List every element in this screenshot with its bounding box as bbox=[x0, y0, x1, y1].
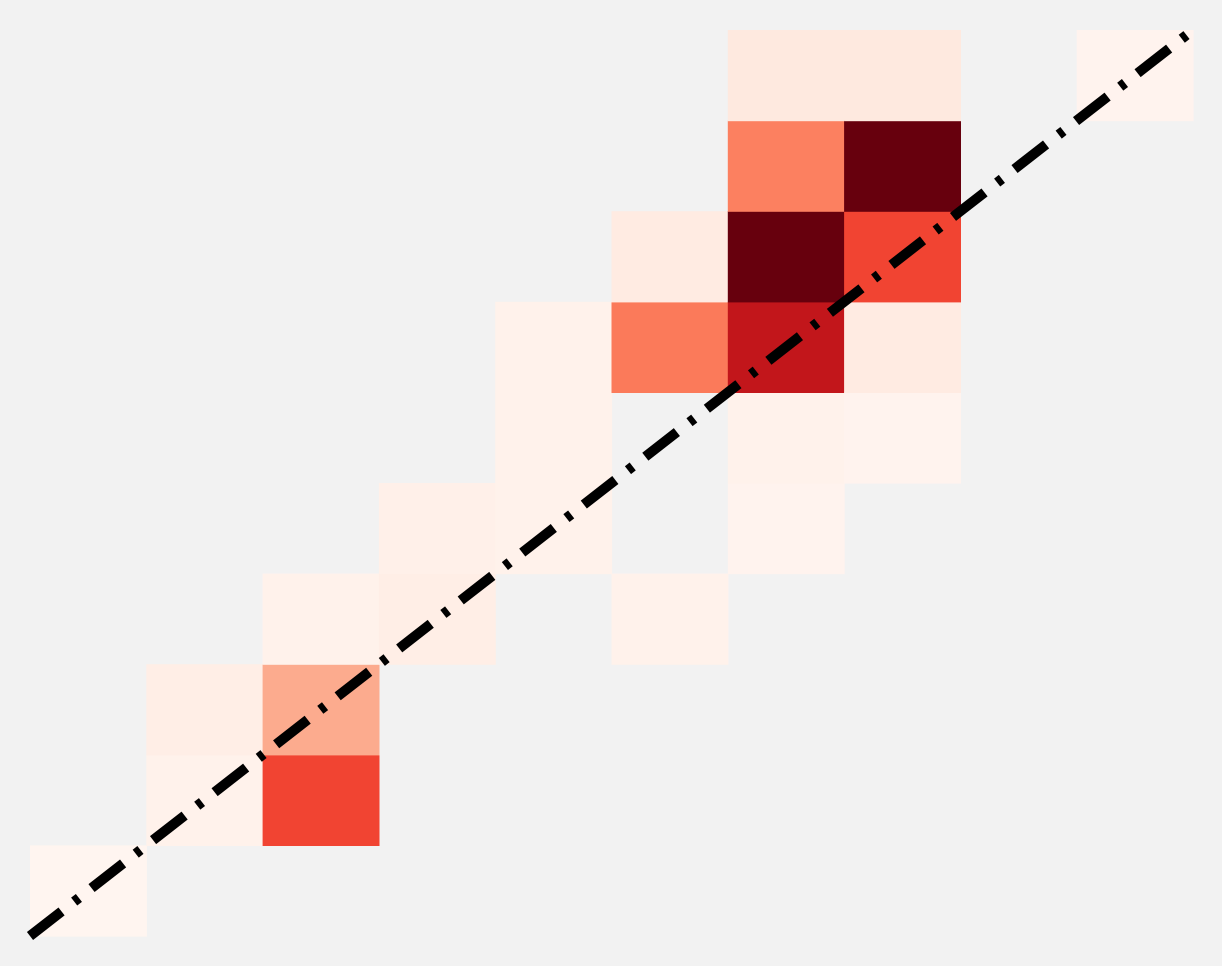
heatmap-cell bbox=[611, 301, 729, 393]
heatmap-cell bbox=[844, 30, 961, 122]
heatmap-cell bbox=[378, 483, 496, 575]
heatmap-cells bbox=[30, 30, 1194, 937]
heatmap-cell bbox=[727, 120, 845, 212]
heatmap-cell bbox=[844, 301, 961, 393]
heatmap-cell bbox=[611, 211, 729, 303]
heatmap-cell bbox=[727, 392, 845, 484]
heatmap-cell bbox=[844, 392, 961, 484]
heatmap-cell bbox=[844, 120, 961, 212]
heatmap-cell bbox=[727, 30, 845, 122]
heatmap-cell bbox=[146, 664, 264, 756]
diagonal-reference-line bbox=[26, 26, 1197, 940]
heatmap-cell bbox=[495, 392, 613, 484]
heatmap-cell bbox=[727, 483, 845, 575]
heatmap-cell bbox=[262, 573, 380, 665]
heatmap-cell bbox=[262, 754, 380, 846]
heatmap-cell bbox=[611, 573, 729, 665]
heatmap-cell bbox=[495, 301, 613, 393]
heatmap-cell bbox=[727, 211, 845, 303]
